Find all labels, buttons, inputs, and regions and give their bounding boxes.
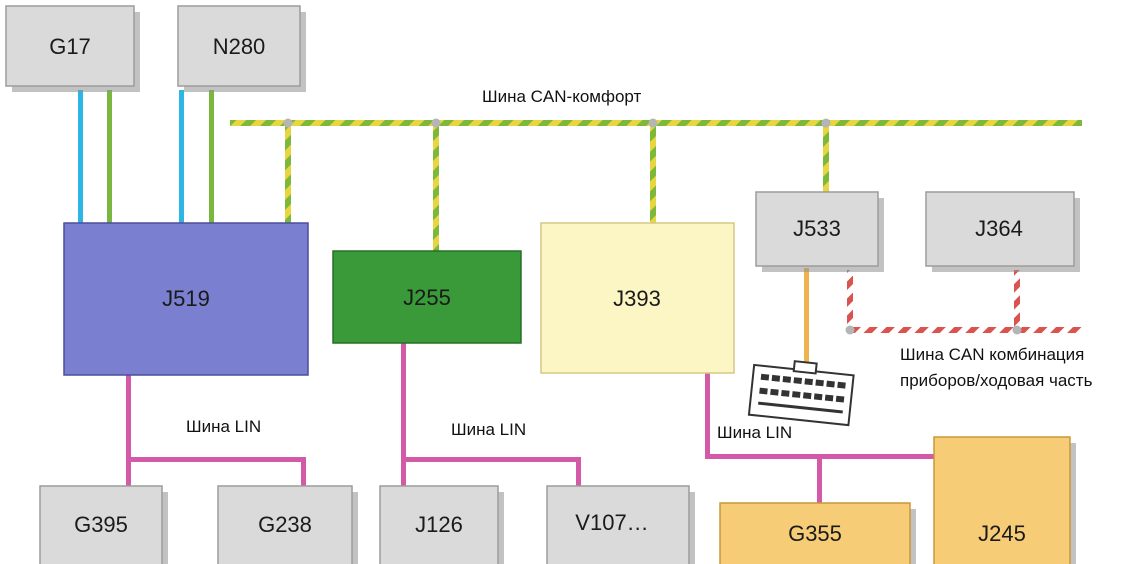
- sensor-wires: [78, 90, 214, 223]
- block-n280: N280: [177, 5, 306, 92]
- can-instrument-label-line1: Шина CAN комбинация: [900, 345, 1084, 364]
- block-g395-label: G395: [74, 512, 128, 537]
- block-g238-label: G238: [258, 512, 312, 537]
- block-g355: G355: [719, 502, 916, 564]
- diagnostic-connector-icon: [747, 360, 855, 427]
- block-j245-label: J245: [978, 521, 1026, 546]
- block-j393: J393: [540, 222, 735, 374]
- block-j255-label: J255: [403, 285, 451, 310]
- can-instrument-label-line2: приборов/ходовая часть: [900, 371, 1093, 390]
- block-j519-label: J519: [162, 286, 210, 311]
- block-v107-label: V107…: [575, 510, 648, 535]
- block-j255: J255: [332, 250, 522, 344]
- lin-label-1: Шина LIN: [186, 417, 261, 436]
- can-instrument-bus: [845, 270, 1082, 335]
- block-g395: G395: [39, 485, 168, 564]
- block-j533-label: J533: [793, 216, 841, 241]
- block-j519: J519: [63, 222, 309, 376]
- can-comfort-bus: [230, 118, 1082, 251]
- block-j364-label: J364: [975, 216, 1023, 241]
- block-j364: J364: [925, 191, 1080, 272]
- block-g17: G17: [5, 5, 140, 92]
- gateway-diagnostic-wire: [804, 268, 809, 368]
- block-j533: J533: [755, 191, 884, 272]
- block-v107: V107…: [546, 485, 695, 564]
- block-g17-label: G17: [49, 34, 91, 59]
- lin-wires: [126, 343, 935, 504]
- block-g355-label: G355: [788, 521, 842, 546]
- block-g238: G238: [217, 485, 358, 564]
- lin-label-3: Шина LIN: [717, 423, 792, 442]
- block-j393-label: J393: [613, 286, 661, 311]
- block-n280-label: N280: [213, 34, 266, 59]
- lin-label-2: Шина LIN: [451, 420, 526, 439]
- block-j126-label: J126: [415, 512, 463, 537]
- can-comfort-label: Шина CAN-комфорт: [482, 87, 641, 106]
- block-j126: J126: [379, 485, 504, 564]
- block-j245: J245: [933, 436, 1076, 564]
